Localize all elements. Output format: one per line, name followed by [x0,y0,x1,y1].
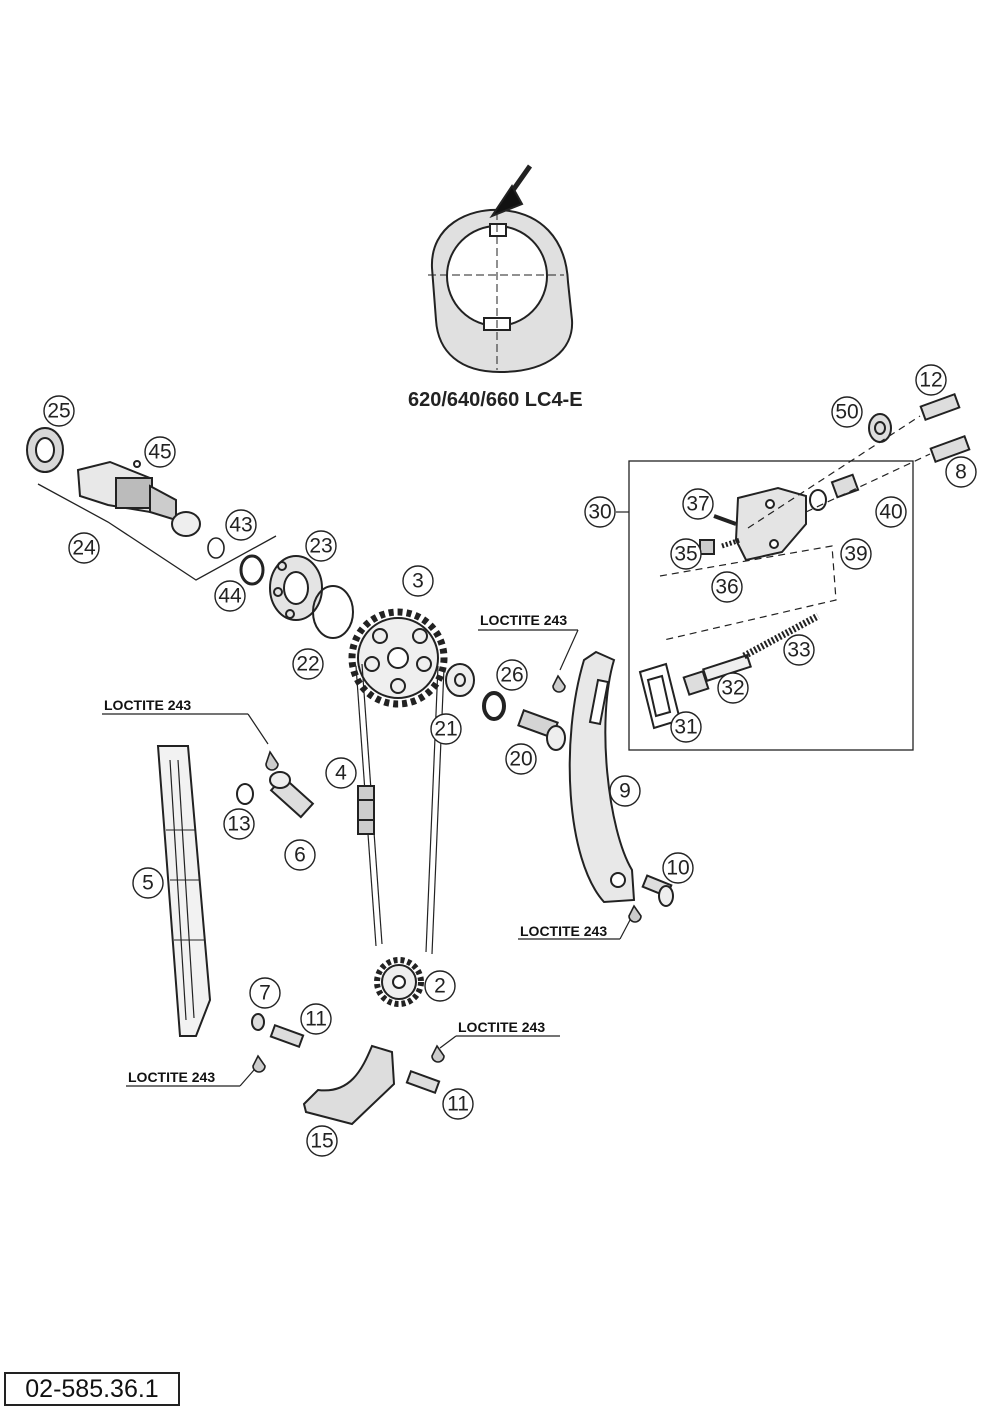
callout-22: 22 [296,653,319,676]
o-ring-43 [207,537,225,559]
callout-44: 44 [218,585,242,608]
drop-icon [431,1044,445,1063]
callout-8: 8 [955,461,967,484]
bearing-26 [482,691,506,721]
screw-12 [919,392,961,422]
callout-12: 12 [919,369,942,392]
crankshaft-sprocket-2 [374,957,424,1007]
callout-50: 50 [835,401,858,424]
callout-5: 5 [142,872,154,895]
note-leader [439,1035,457,1049]
note-leader [559,629,579,671]
drop-icon [628,904,642,923]
loctite-note: LOCTITE 243 [480,612,567,628]
callout-2: 2 [434,975,446,998]
spring-36 [721,537,741,549]
callout-13: 13 [227,813,250,836]
loctite-note: LOCTITE 243 [458,1019,545,1035]
callout-20: 20 [509,748,532,771]
callout-31: 31 [674,716,697,739]
callout-15: 15 [310,1130,333,1153]
clip-50 [868,413,892,443]
callout-35: 35 [674,543,697,566]
callout-45: 45 [148,441,171,464]
washer-21 [445,663,475,697]
mount-dash-line [747,415,921,529]
drop-icon [552,674,566,693]
bolt-20 [517,709,566,751]
loctite-note: LOCTITE 243 [104,697,191,713]
screw-8 [929,434,971,464]
drop-icon [252,1054,266,1073]
chain-link-4 [357,785,375,835]
group-bracket-24 [37,483,277,581]
seal-ring-44 [239,554,265,586]
callout-33: 33 [787,639,810,662]
screw-11-lower [405,1069,441,1095]
drop-icon [265,750,279,771]
pin-6 [269,771,315,819]
callout-26: 26 [500,664,523,687]
drawing-number: 02-585.36.1 [4,1372,180,1406]
callout-11: 11 [447,1093,469,1116]
callout-6: 6 [294,844,306,867]
tensioner-housing [734,486,807,562]
seal-ring-39 [809,489,827,511]
needle-bearing-25 [26,427,64,473]
callout-21: 21 [434,718,457,741]
camshaft-24 [76,460,201,537]
callout-30: 30 [588,501,611,524]
callout-43: 43 [229,514,252,537]
camshaft-end-detail [428,208,574,374]
callout-32: 32 [721,677,744,700]
callout-23: 23 [309,535,332,558]
pin-37 [713,514,737,526]
callout-3: 3 [412,570,424,593]
callout-36: 36 [715,576,738,599]
callout-24: 24 [72,537,96,560]
indicator-arrow-icon [489,164,533,219]
callout-39: 39 [844,543,867,566]
circlip-22 [312,585,354,639]
callout-25: 25 [47,400,70,423]
ball-bearing-23 [269,555,323,621]
tensioner-group-frame [628,460,914,751]
plug-40 [830,473,860,499]
bushing-7 [251,1013,265,1031]
callout-40: 40 [879,501,902,524]
callout-7: 7 [259,982,271,1005]
loctite-note: LOCTITE 243 [520,923,607,939]
note-leader [247,713,269,745]
tensioner-dash-guide [659,545,837,641]
callout-37: 37 [686,493,709,516]
mount-dash-line [805,453,931,513]
model-label: 620/640/660 LC4-E [408,389,583,411]
note-leader [619,919,631,940]
washer-13 [236,783,254,805]
screw-11-upper [269,1023,305,1049]
note-leader [239,1069,255,1087]
chain-guide-15 [302,1044,396,1126]
callout-4: 4 [335,762,347,785]
loctite-note: LOCTITE 243 [128,1069,215,1085]
tensioning-rail-9 [568,650,636,904]
callout-11: 11 [305,1008,327,1031]
callout-9: 9 [619,780,631,803]
camshaft-sprocket-3 [348,608,448,708]
guide-rail-5 [156,745,212,1037]
piece-35 [699,539,715,555]
bolt-10 [641,874,674,907]
callout-10: 10 [666,857,689,880]
